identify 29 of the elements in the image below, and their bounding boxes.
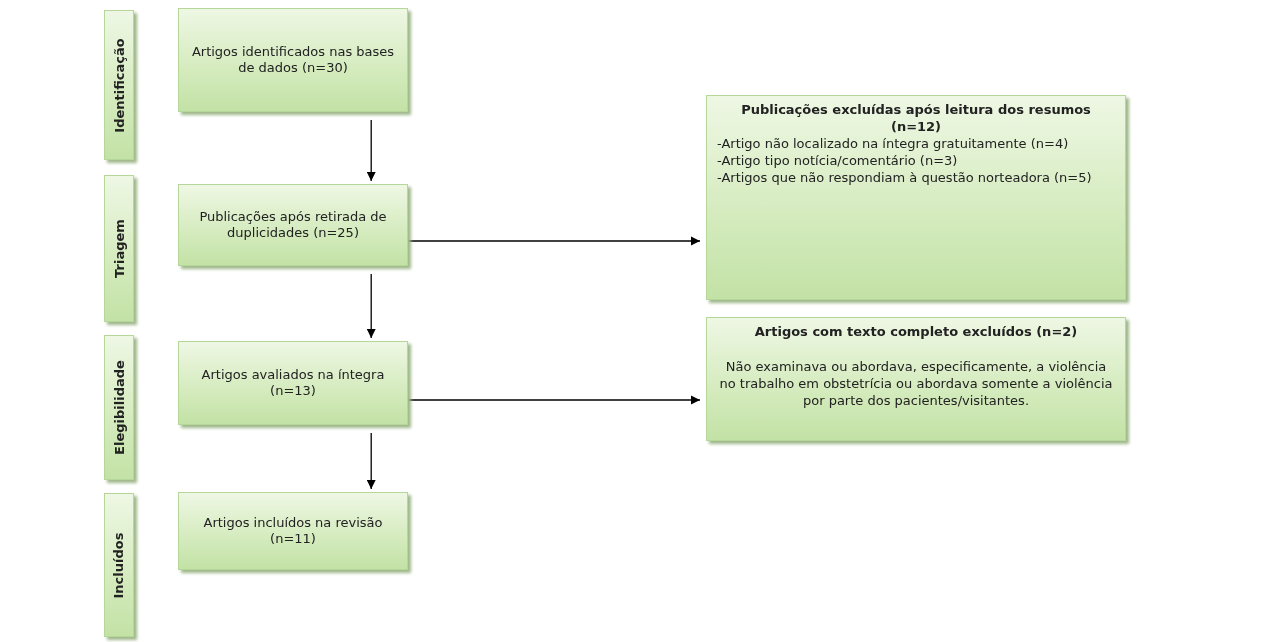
phase-label: Triagem	[111, 219, 127, 278]
exclusion-box	[706, 317, 1126, 441]
process-box	[178, 492, 408, 570]
process-box	[178, 184, 408, 266]
arrow	[366, 273, 376, 339]
box-text: Artigos avaliados na íntegra (n=13)	[200, 366, 386, 400]
list-item: -Artigos que não respondiam à questão norteadora (n=5)	[717, 169, 1093, 187]
arrow	[366, 119, 376, 182]
list-item: -Artigo tipo notícia/comentário (n=3)	[717, 152, 959, 170]
box-text: Publicações após retirada de duplicidades (n=25)	[198, 208, 388, 242]
box-heading: Artigos com texto completo excluídos (n=2)	[753, 324, 1079, 341]
exclusion-box	[706, 95, 1126, 300]
box-text: Não examinava ou abordava, especificamente, a violência no trabalho em obstetrícia ou abordava somente a violência por parte dos pacientes/visitantes.	[718, 358, 1114, 410]
process-box	[178, 341, 408, 425]
box-heading: Publicações excluídas após leitura dos resumos (n=12)	[740, 102, 1092, 136]
phase-label-bar	[104, 175, 134, 322]
box-text: Artigos identificados nas bases de dados (n=30)	[191, 43, 395, 77]
list-item: -Artigo não localizado na íntegra gratuitamente (n=4)	[717, 135, 1070, 153]
phase-label-bar	[104, 10, 134, 160]
process-box	[178, 8, 408, 112]
phase-label-bar	[104, 493, 134, 637]
arrow	[407, 236, 701, 246]
arrow	[407, 395, 701, 405]
phase-label: Identificação	[111, 37, 127, 133]
arrow	[366, 432, 376, 490]
box-text: Artigos incluídos na revisão (n=11)	[202, 514, 384, 548]
phase-label: Incluídos	[111, 532, 127, 598]
phase-label-bar	[104, 335, 134, 480]
phase-label: Elegibilidade	[111, 360, 127, 455]
